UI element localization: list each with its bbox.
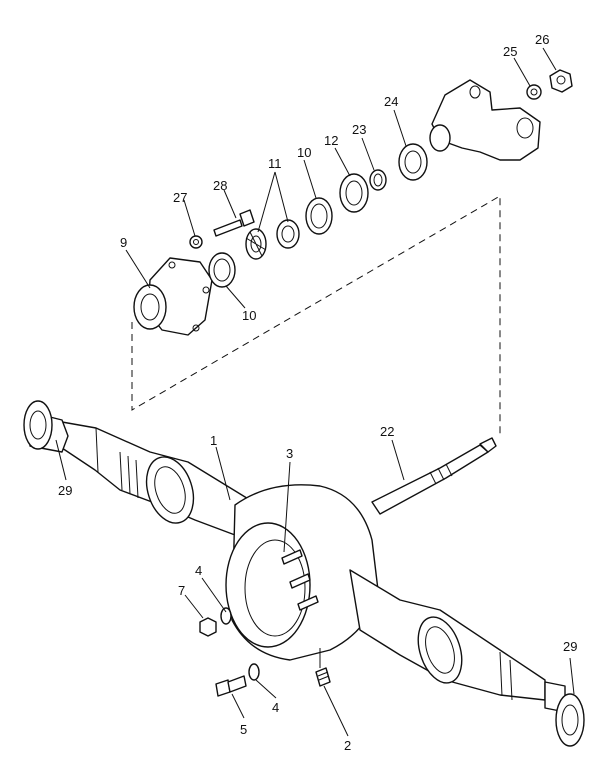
- plug: [315, 667, 331, 687]
- callout-4b: 4: [272, 700, 279, 715]
- callout-23: 23: [352, 122, 366, 137]
- callout-24: 24: [384, 94, 398, 109]
- steering-knuckle: [429, 79, 541, 161]
- bearing-cup-upper: [305, 197, 333, 235]
- callout-10b: 10: [297, 145, 311, 160]
- callout-5: 5: [240, 722, 247, 737]
- callout-3: 3: [286, 446, 293, 461]
- washer-lower-upper: [220, 607, 232, 625]
- leader-lines: [55, 47, 575, 737]
- wheel-hub-right: [544, 681, 585, 747]
- nut-top: [549, 69, 573, 93]
- snap-ring: [369, 169, 387, 191]
- axle-shaft: [371, 437, 497, 515]
- axle-housing: [29, 411, 546, 701]
- bolt-lower: [215, 675, 247, 697]
- washer-lower: [248, 663, 260, 681]
- callout-10a: 10: [242, 308, 256, 323]
- callout-1: 1: [210, 433, 217, 448]
- bearing-cone-left: [245, 228, 267, 260]
- callout-22: 22: [380, 424, 394, 439]
- callout-28: 28: [213, 178, 227, 193]
- bearing-cone-right: [276, 219, 300, 249]
- callout-7: 7: [178, 583, 185, 598]
- callout-9: 9: [120, 235, 127, 250]
- bolt: [213, 209, 255, 237]
- callouts: 1 2 3 4 4 5 7 9 10 10 11 12 22 23 24 25 …: [58, 32, 577, 753]
- callout-11: 11: [268, 156, 282, 171]
- spacer-ring: [398, 143, 428, 181]
- callout-26: 26: [535, 32, 549, 47]
- seal: [339, 173, 369, 213]
- nut-lower: [199, 617, 217, 637]
- callout-29b: 29: [563, 639, 577, 654]
- assembly-dashed-line: [131, 195, 501, 437]
- callout-4a: 4: [195, 563, 202, 578]
- callout-2: 2: [344, 738, 351, 753]
- callout-29a: 29: [58, 483, 72, 498]
- bearing-cup-lower: [208, 252, 236, 288]
- bearing-housing: [133, 257, 213, 336]
- washer-upper: [526, 84, 542, 100]
- wheel-hub-left: [23, 400, 53, 450]
- callout-25: 25: [503, 44, 517, 59]
- callout-27: 27: [173, 190, 187, 205]
- callout-12: 12: [324, 133, 338, 148]
- nut-upper: [189, 235, 203, 249]
